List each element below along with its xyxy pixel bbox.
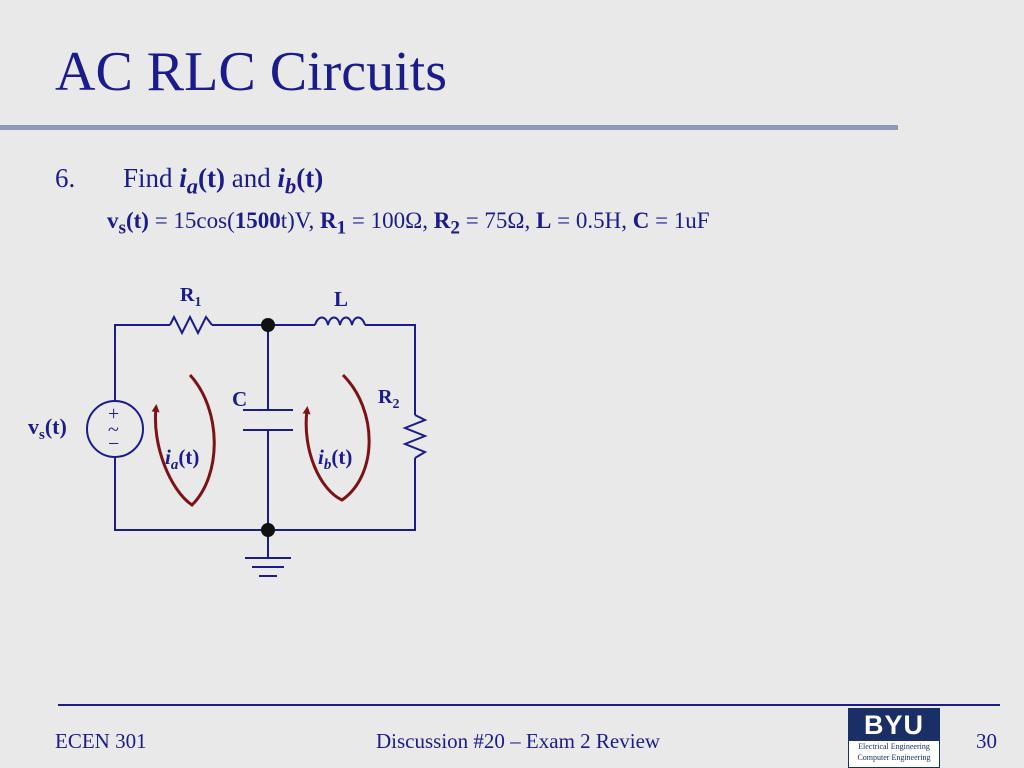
loop-arrow-ia — [151, 373, 216, 507]
logo-line-1: Electrical Engineering — [858, 742, 930, 751]
label-ia: ia(t) — [165, 445, 199, 473]
footer-divider — [58, 704, 1000, 706]
label-r2: R2 — [378, 386, 399, 412]
wire-bottom-right — [268, 458, 416, 531]
problem-number: 6. — [55, 163, 76, 193]
voltage-source — [86, 400, 144, 458]
page-number: 30 — [976, 729, 997, 753]
wire-bottom-left — [114, 458, 268, 531]
loop-arrow-ib — [302, 373, 371, 502]
logo-line-2: Computer Engineering — [857, 753, 931, 762]
node-top — [261, 318, 275, 332]
label-vs: vs(t) — [28, 414, 67, 443]
resistor-r1 — [169, 314, 213, 336]
label-ib: ib(t) — [318, 445, 352, 473]
byu-logo: BYU Electrical Engineering Computer Engi… — [848, 708, 940, 768]
given-values: vs(t) = 15cos(1500t)V, R1 = 100Ω, R2 = 7… — [107, 208, 710, 239]
source-minus-sign: − — [108, 433, 119, 455]
problem-statement: 6.Find ia(t) and ib(t) — [55, 163, 324, 199]
logo-title: BYU — [849, 709, 939, 741]
resistor-r2 — [402, 414, 428, 459]
footer-discussion: Discussion #20 – Exam 2 Review — [376, 729, 661, 753]
title-divider — [0, 125, 898, 130]
node-bottom — [261, 523, 275, 537]
wire-top-left — [114, 324, 170, 400]
slide-title: AC RLC Circuits — [55, 41, 448, 103]
label-l: L — [334, 287, 348, 311]
label-c: C — [232, 387, 247, 411]
source-plus-sign: + — [108, 403, 119, 425]
wire-top-right — [365, 324, 416, 415]
label-r1: R1 — [180, 284, 201, 310]
inductor-l — [314, 316, 366, 326]
footer-course: ECEN 301 — [55, 729, 147, 753]
source-tilde: ~ — [108, 419, 119, 441]
